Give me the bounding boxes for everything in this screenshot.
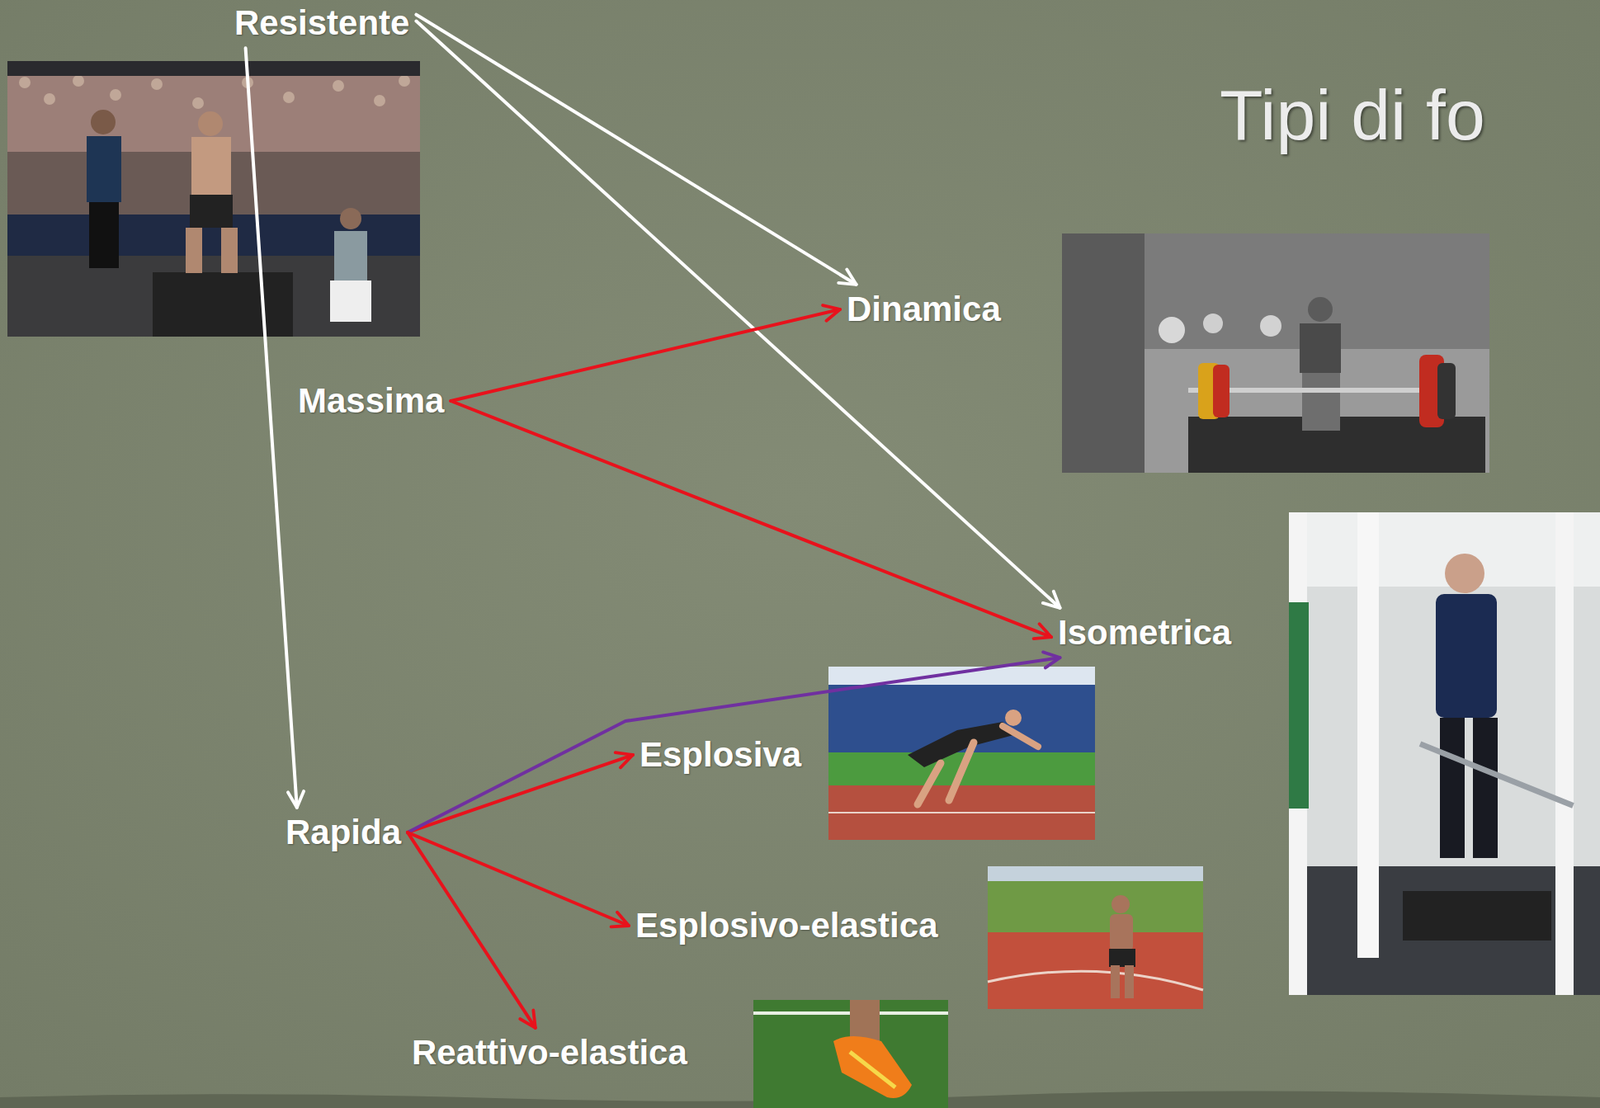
- title-text: Tipi di fo: [1219, 75, 1486, 155]
- label-text: Reattivo-elastica: [411, 1033, 688, 1073]
- label-text: Resistente: [234, 3, 410, 43]
- force-type-label: Resistente: [231, 1, 413, 45]
- force-type-label: Esplosiva: [636, 733, 805, 777]
- running-photo: [987, 866, 1204, 1010]
- force-type-label: Dinamica: [843, 287, 1005, 331]
- label-text: Massima: [297, 381, 444, 421]
- power-rack-photo: [1288, 512, 1600, 996]
- crossfit-photo: [7, 61, 421, 337]
- slide-title: Tipi di fo: [1219, 75, 1486, 155]
- label-text: Isometrica: [1057, 613, 1232, 653]
- label-text: Dinamica: [846, 289, 1001, 330]
- force-type-label: Isometrica: [1054, 611, 1235, 655]
- arrow-connector: [407, 832, 536, 1029]
- force-type-label: Massima: [294, 379, 448, 423]
- sprint-start-photo: [828, 666, 1095, 841]
- arrow-connector: [407, 755, 633, 833]
- spike-shoe-photo: [753, 1000, 949, 1108]
- arrow-connector: [415, 14, 856, 285]
- arrow-connector: [450, 401, 1052, 638]
- deadlift-photo: [1061, 233, 1490, 473]
- arrow-connector: [245, 47, 298, 808]
- label-text: Esplosivo-elastica: [635, 906, 939, 946]
- label-text: Rapida: [285, 812, 402, 853]
- force-type-label: Reattivo-elastica: [408, 1031, 691, 1075]
- force-type-label: Esplosivo-elastica: [632, 904, 942, 948]
- arrow-connector: [407, 832, 629, 926]
- force-type-label: Rapida: [282, 811, 405, 855]
- arrow-connector: [415, 21, 1060, 609]
- label-text: Esplosiva: [639, 735, 802, 775]
- arrow-connector: [450, 309, 841, 402]
- arrow-connector: [407, 657, 1061, 833]
